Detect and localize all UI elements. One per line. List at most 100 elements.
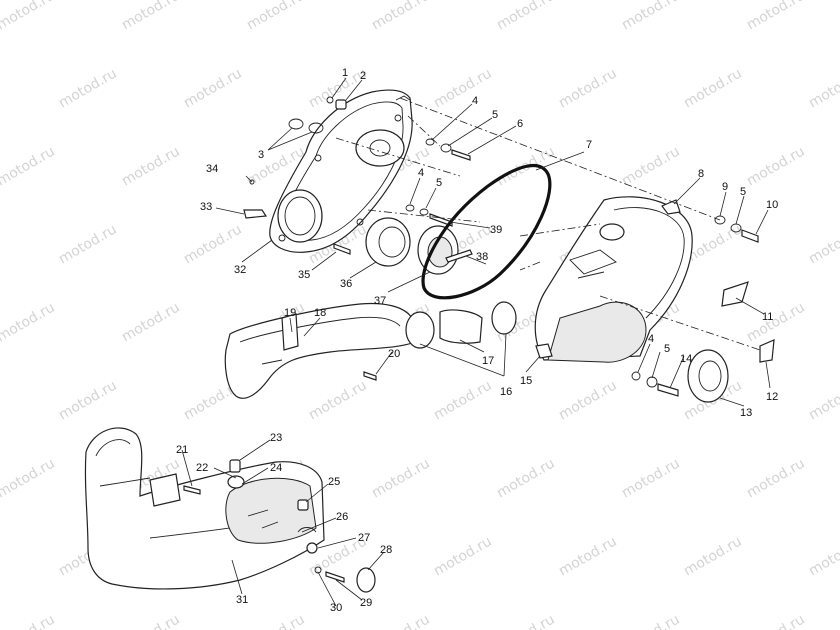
decal-tag-ring [687, 281, 775, 403]
watermark-text-87: motod.ru [619, 611, 683, 630]
outer-clutch-cover [534, 196, 693, 363]
drive-belt [421, 163, 552, 300]
callout-25: 25 [328, 476, 340, 488]
watermark-text-43: motod.ru [806, 221, 840, 267]
seal-and-bearing [365, 217, 473, 275]
callout-2: 2 [360, 70, 366, 82]
watermark-text-46: motod.ru [0, 299, 58, 345]
watermark-text-20: motod.ru [181, 65, 245, 111]
callout-36: 36 [340, 278, 352, 290]
callout-26: 26 [336, 511, 348, 523]
watermark-text-69: motod.ru [619, 455, 683, 501]
callout-11: 11 [762, 311, 773, 323]
watermark-text-85: motod.ru [369, 611, 433, 630]
callout-13: 13 [740, 407, 752, 419]
callout-5: 5 [492, 109, 498, 121]
watermark-text-23: motod.ru [556, 65, 620, 111]
callout-1: 1 [342, 67, 348, 79]
callout-5d: 5 [664, 343, 670, 355]
callout-39: 39 [490, 224, 502, 236]
watermark-text-33: motod.ru [619, 143, 683, 189]
watermark-text-77: motod.ru [556, 533, 620, 579]
watermark-text-25: motod.ru [806, 65, 840, 111]
watermark-text-59: motod.ru [556, 377, 620, 423]
watermark-text-16: motod.ru [744, 0, 808, 33]
watermark-text-15: motod.ru [619, 0, 683, 33]
lower-duct [84, 427, 325, 590]
callout-6: 6 [517, 118, 523, 130]
watermark-text-14: motod.ru [494, 0, 558, 33]
callout-14: 14 [680, 353, 692, 365]
watermark-text-12: motod.ru [244, 0, 308, 33]
callout-33: 33 [200, 201, 212, 213]
small-hardware-lower [183, 459, 376, 593]
watermark-text-79: motod.ru [806, 533, 840, 579]
watermark-text-55: motod.ru [56, 377, 120, 423]
callout-28: 28 [380, 544, 392, 556]
watermark-text-19: motod.ru [56, 65, 120, 111]
watermark-text-68: motod.ru [494, 455, 558, 501]
callout-9: 9 [722, 181, 728, 193]
watermark-text-88: motod.ru [744, 611, 808, 630]
callout-5c: 5 [436, 177, 442, 189]
callout-3: 3 [258, 149, 264, 161]
watermark-text-67: motod.ru [369, 455, 433, 501]
watermark-text-34: motod.ru [744, 143, 808, 189]
assembly-lines [335, 97, 761, 351]
callout-7: 7 [586, 139, 592, 151]
inner-clutch-cover [269, 89, 413, 253]
callout-37: 37 [374, 295, 386, 307]
watermark-text-70: motod.ru [744, 455, 808, 501]
callout-18: 18 [314, 307, 326, 319]
callout-23: 23 [270, 432, 282, 444]
callout-32: 32 [234, 264, 246, 276]
leader-lines [181, 77, 771, 607]
intake-duct [224, 301, 517, 399]
callout-4: 4 [472, 95, 478, 107]
callout-10: 10 [766, 199, 778, 211]
watermark-text-47: motod.ru [119, 299, 183, 345]
watermark-text-24: motod.ru [681, 65, 745, 111]
watermark-text-61: motod.ru [806, 377, 840, 423]
callout-15: 15 [520, 375, 532, 387]
callout-8: 8 [698, 168, 704, 180]
watermark-text-86: motod.ru [494, 611, 558, 630]
watermark-text-22: motod.ru [431, 65, 495, 111]
callout-17: 17 [482, 355, 494, 367]
callout-4b: 4 [418, 167, 424, 179]
callout-22: 22 [196, 462, 208, 474]
watermark-text-64: motod.ru [0, 455, 58, 501]
callout-24: 24 [270, 462, 282, 474]
watermark-text-11: motod.ru [119, 0, 183, 33]
callout-19: 19 [284, 307, 296, 319]
callout-38: 38 [476, 251, 488, 263]
callout-labels: 1 2 3 4 5 6 7 8 9 5 10 34 4 5 39 33 32 3… [176, 67, 778, 614]
callout-20: 20 [388, 348, 400, 360]
watermark-text-78: motod.ru [681, 533, 745, 579]
watermark-text-52: motod.ru [744, 299, 808, 345]
watermark-text-13: motod.ru [369, 0, 433, 33]
callout-12: 12 [766, 391, 778, 403]
watermark-text-58: motod.ru [431, 377, 495, 423]
callout-34: 34 [206, 163, 218, 175]
watermark-text-38: motod.ru [181, 221, 245, 267]
callout-29: 29 [360, 597, 372, 609]
callout-35: 35 [298, 269, 310, 281]
callout-27: 27 [358, 532, 370, 544]
callout-4c: 4 [648, 333, 654, 345]
watermark-text-37: motod.ru [56, 221, 120, 267]
fasteners-top [333, 138, 471, 255]
watermark-text-83: motod.ru [119, 611, 183, 630]
callout-16: 16 [500, 386, 512, 398]
callout-21: 21 [176, 444, 188, 456]
callout-30: 30 [330, 602, 342, 614]
callout-31: 31 [236, 594, 248, 606]
small-hardware-top [243, 96, 347, 219]
watermark-text-10: motod.ru [0, 0, 58, 33]
watermark-text-82: motod.ru [0, 611, 58, 630]
watermark-text-84: motod.ru [244, 611, 308, 630]
callout-5b: 5 [740, 186, 746, 198]
watermark-text-28: motod.ru [0, 143, 58, 189]
fasteners-right [631, 215, 759, 397]
